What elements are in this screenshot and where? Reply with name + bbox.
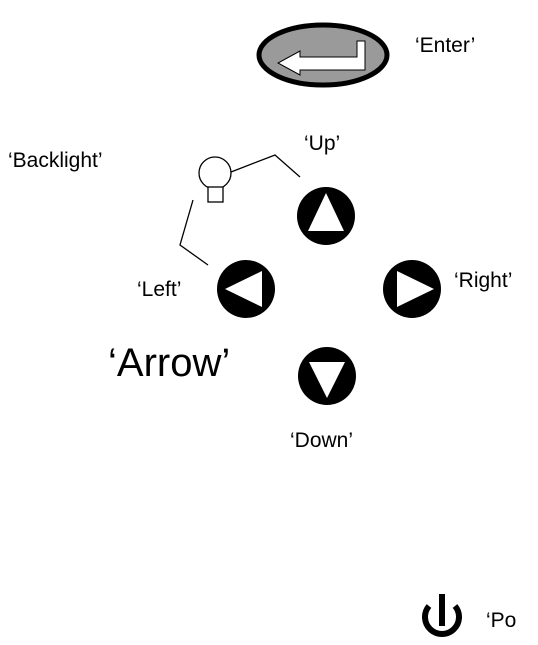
left-label: ‘Left’ (137, 278, 182, 301)
power-label: ‘Po (486, 609, 517, 632)
right-button[interactable] (383, 260, 441, 318)
enter-label: ‘Enter’ (415, 34, 476, 57)
up-arrow-icon (308, 193, 344, 231)
left-button[interactable] (217, 260, 275, 318)
backlight-left-leader-line (179, 199, 209, 266)
enter-button[interactable] (256, 22, 390, 88)
enter-button-body (256, 22, 390, 88)
backlight-label: ‘Backlight’ (8, 149, 103, 172)
left-arrow-icon (225, 271, 262, 307)
backlight-up-leader-line (230, 154, 301, 178)
down-label: ‘Down’ (290, 429, 354, 452)
lightbulb-icon (198, 156, 232, 203)
power-button[interactable] (422, 594, 462, 637)
right-label: ‘Right’ (454, 269, 513, 292)
power-icon-arc (422, 604, 462, 637)
right-arrow-icon (397, 271, 434, 307)
down-button[interactable] (298, 347, 356, 405)
down-arrow-icon (309, 362, 345, 398)
up-button[interactable] (297, 187, 355, 245)
up-label: ‘Up’ (304, 132, 341, 155)
arrow-label: ‘Arrow’ (108, 341, 231, 385)
enter-return-icon (276, 40, 366, 76)
